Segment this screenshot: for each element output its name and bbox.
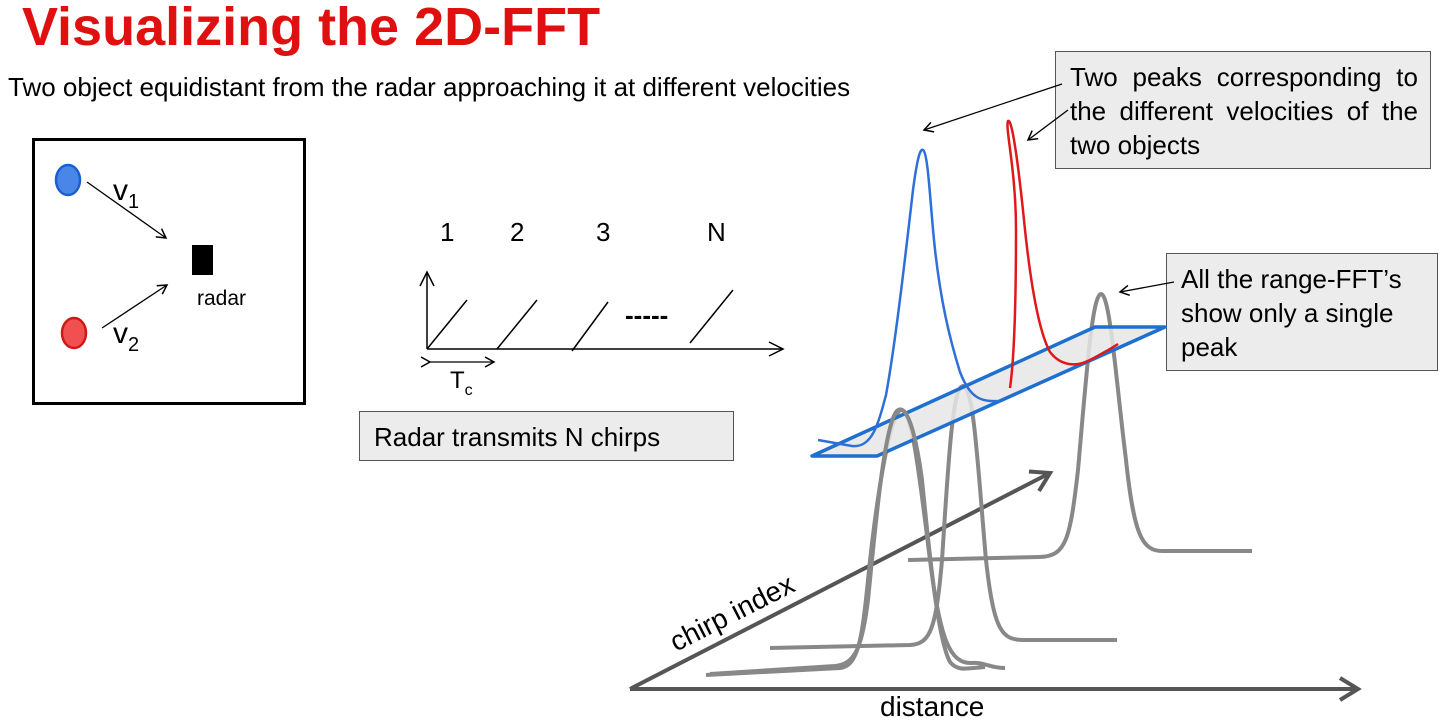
distance-axis-label: distance bbox=[880, 691, 984, 721]
chirp-label-3: 3 bbox=[596, 217, 610, 247]
single-peak-callout-arrow bbox=[1118, 281, 1175, 296]
doppler-plane bbox=[810, 325, 1167, 458]
peaks-callout-arrow-1 bbox=[922, 83, 1063, 133]
range-fft-curve-1 bbox=[709, 407, 986, 676]
object-1-blue bbox=[54, 163, 82, 197]
v2-arrow bbox=[101, 284, 169, 329]
chirp-ramp-1 bbox=[426, 299, 468, 350]
chirp-ramp-n bbox=[689, 289, 734, 344]
chirp-ellipsis: ----- bbox=[625, 300, 668, 330]
page-title: Visualizing the 2D-FFT bbox=[22, 0, 601, 57]
radar-icon bbox=[192, 245, 213, 275]
chirp-label-1: 1 bbox=[440, 217, 454, 247]
peaks-callout: Two peaks corresponding to the different… bbox=[1055, 51, 1431, 169]
chirps-caption: Radar transmits N chirps bbox=[359, 411, 734, 461]
v1-arrow bbox=[86, 181, 168, 239]
tc-label: Tc bbox=[450, 367, 473, 399]
object-2-red bbox=[60, 316, 88, 350]
doppler-peak-red bbox=[1006, 119, 1119, 389]
single-peak-callout: All the range-FFT’s show only a single p… bbox=[1166, 253, 1438, 371]
chirp-ramp-3 bbox=[571, 301, 609, 352]
v1-label: v1 bbox=[113, 174, 139, 213]
v2-label: v2 bbox=[113, 317, 139, 356]
radar-label: radar bbox=[197, 287, 246, 310]
chirp-label-n: N bbox=[707, 217, 726, 247]
doppler-peak-blue bbox=[817, 148, 1001, 448]
peaks-callout-arrow-2 bbox=[1026, 109, 1069, 141]
chirp-ramp-2 bbox=[496, 299, 538, 350]
scene-frame bbox=[32, 138, 306, 405]
subtitle-text: Two object equidistant from the radar ap… bbox=[8, 72, 851, 102]
chirp-label-2: 2 bbox=[510, 217, 524, 247]
range-fft-curve-4 bbox=[907, 291, 1252, 562]
